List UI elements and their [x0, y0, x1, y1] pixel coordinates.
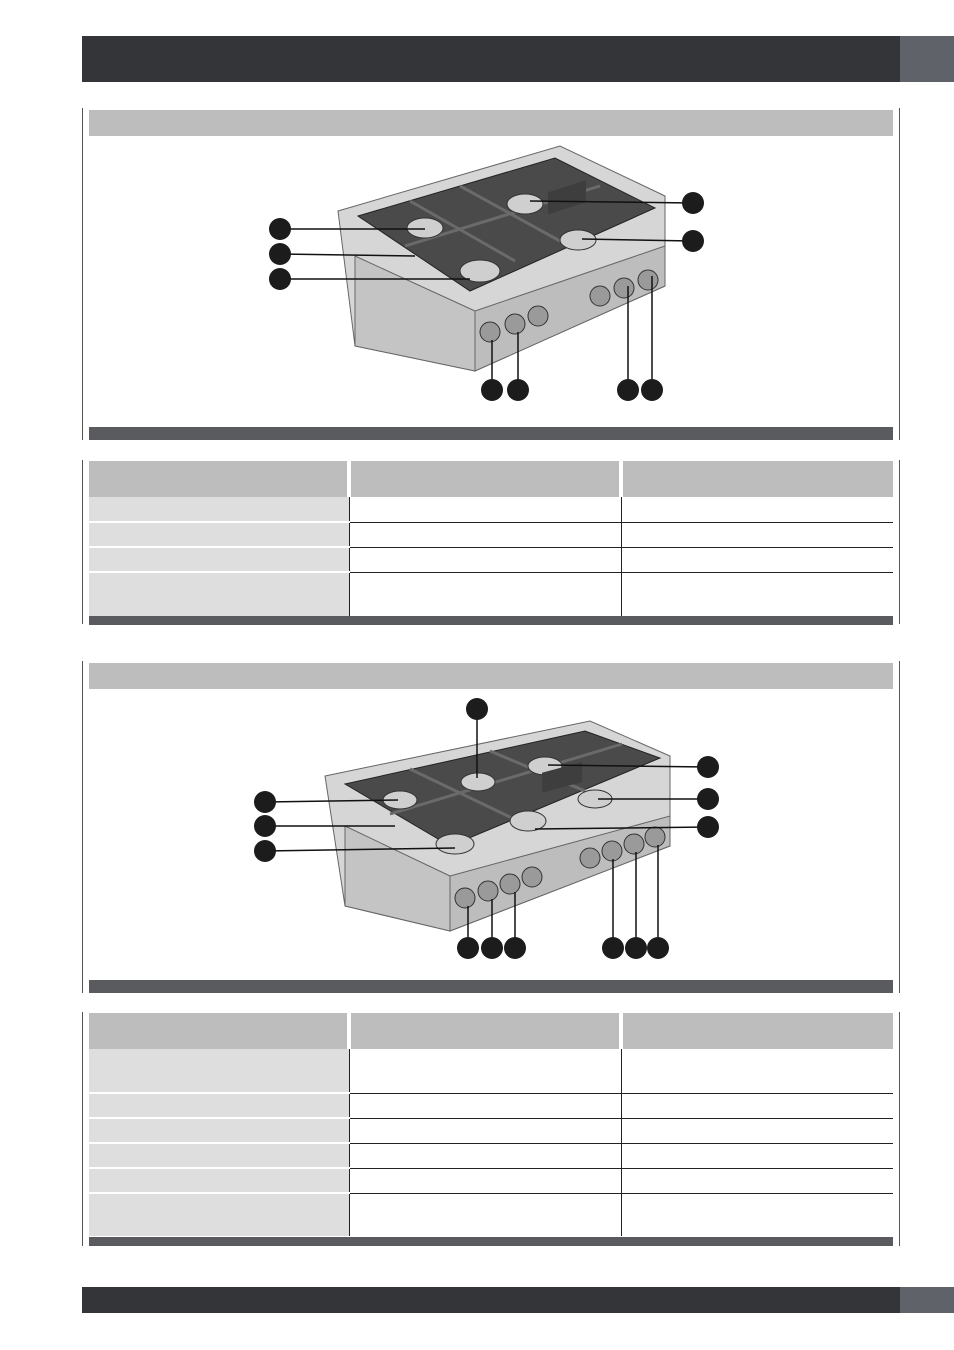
knob-2 [504, 313, 526, 335]
table2-left-rule [82, 1012, 83, 1246]
table-row [89, 1193, 893, 1236]
page-footer-bar [82, 1287, 900, 1313]
callout-dot [697, 816, 719, 838]
knob-3 [527, 305, 549, 327]
knob-6 [637, 269, 659, 291]
knob-1 [454, 887, 476, 909]
table1-header-col2 [349, 461, 623, 497]
callout-dot [481, 379, 503, 401]
knob-5 [613, 277, 635, 299]
callout-dot [481, 937, 503, 959]
callout-dot [254, 815, 276, 837]
table1-header-col1 [89, 461, 351, 497]
table2-right-rule [899, 1012, 900, 1246]
callout-dot [625, 937, 647, 959]
page-footer-tab [900, 1287, 954, 1313]
page-header-tab [900, 36, 954, 82]
section1-footer [89, 427, 893, 440]
knob-3 [499, 873, 521, 895]
callout-dot [254, 791, 276, 813]
section1-left-rule [82, 108, 83, 440]
table1-footer [89, 616, 893, 625]
callout-dot [466, 698, 488, 720]
burner-front-right [559, 229, 597, 251]
rangetop-6-burner-figure [254, 698, 719, 959]
section2-right-rule [899, 661, 900, 993]
knob-4 [521, 866, 543, 888]
section2-footer [89, 980, 893, 993]
burner-front-center [509, 810, 547, 832]
callout-dot [504, 937, 526, 959]
table-row [89, 1118, 893, 1144]
callout-dot [254, 840, 276, 862]
page-header-bar [82, 36, 900, 82]
table1-right-rule [899, 460, 900, 624]
spec-table-2 [89, 1013, 893, 1236]
callout-dot [457, 937, 479, 959]
burner-rear-left [406, 217, 444, 239]
section2-left-rule [82, 661, 83, 993]
spec-table-1 [89, 461, 893, 616]
table-row [89, 497, 893, 523]
callout-dot [269, 268, 291, 290]
knob-6 [601, 840, 623, 862]
callout-dot [682, 192, 704, 214]
callout-dot [682, 230, 704, 252]
section1-header [89, 110, 893, 136]
table2-header-col3 [621, 1013, 893, 1049]
section2-header [89, 663, 893, 689]
table-row [89, 1049, 893, 1094]
callout-dot [617, 379, 639, 401]
callout-dot [602, 937, 624, 959]
table1-left-rule [82, 460, 83, 624]
table-row [89, 1143, 893, 1169]
table-row [89, 1093, 893, 1119]
table2-footer [89, 1237, 893, 1246]
table-row [89, 572, 893, 616]
burner-front-left [459, 259, 501, 283]
rangetop-4-burner-figure [269, 145, 704, 401]
knob-4 [589, 285, 611, 307]
callout-dot [269, 243, 291, 265]
callout-dot [507, 379, 529, 401]
section1-right-rule [899, 108, 900, 440]
callout-dot [647, 937, 669, 959]
table-row [89, 547, 893, 573]
knob-8 [644, 826, 666, 848]
callout-dot [697, 788, 719, 810]
knob-1 [479, 321, 501, 343]
burner-rear-right [506, 193, 544, 215]
knob-5 [579, 847, 601, 869]
burner-rear-center [460, 772, 496, 792]
callout-dot [269, 218, 291, 240]
knob-7 [623, 833, 645, 855]
burner-front-left [435, 833, 475, 855]
callout-dot [697, 756, 719, 778]
table1-header-col3 [621, 461, 893, 497]
knob-2 [477, 880, 499, 902]
table-row [89, 1168, 893, 1194]
table2-header-col1 [89, 1013, 351, 1049]
table2-header-col2 [349, 1013, 623, 1049]
callout-dot [641, 379, 663, 401]
table-row [89, 522, 893, 548]
